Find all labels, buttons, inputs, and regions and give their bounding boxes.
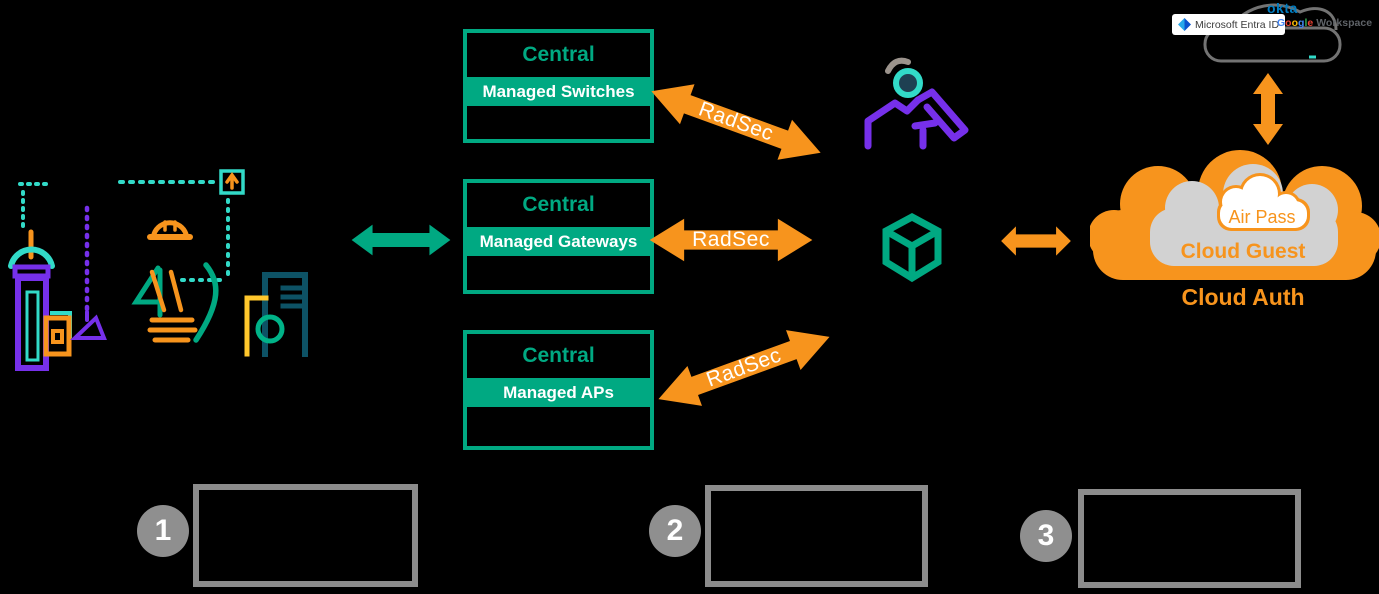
microsoft-entra-label: Microsoft Entra ID bbox=[1195, 18, 1280, 31]
double-arrow-icon bbox=[351, 224, 451, 256]
cube-to-cloud-double-arrow bbox=[1000, 221, 1072, 261]
campus-buildings-illustration bbox=[8, 169, 308, 371]
dotted-route bbox=[118, 169, 245, 282]
radsec-arrow-gateways: RadSec bbox=[647, 211, 815, 269]
google-wordmark: Google bbox=[1277, 17, 1314, 29]
vertical-double-arrow-icon bbox=[1253, 73, 1283, 145]
central-managed-gateways-box: Central Managed Gateways bbox=[463, 179, 654, 294]
step-3-badge: 3 bbox=[1020, 510, 1072, 562]
radsec-label: RadSec bbox=[692, 228, 770, 251]
central-title: Central bbox=[522, 193, 595, 216]
up-arrow-icon bbox=[225, 171, 239, 190]
double-arrow-icon bbox=[649, 218, 813, 262]
double-arrow-icon bbox=[1001, 226, 1071, 256]
small-building-icon bbox=[43, 311, 72, 357]
network-admin-person-icon bbox=[864, 57, 969, 150]
central-managed-aps-box: Central Managed APs bbox=[463, 330, 654, 450]
radsec-arrow-switches: RadSec bbox=[639, 63, 834, 181]
air-pass-label: Air Pass bbox=[1228, 207, 1295, 227]
campus-to-central-double-arrow bbox=[350, 219, 452, 261]
central-title: Central bbox=[522, 43, 595, 66]
service-cube-icon bbox=[882, 213, 942, 283]
central-managed-switches-box: Central Managed Switches bbox=[463, 29, 654, 143]
cloud-services-icon: Air Pass Cloud Guest Cloud Auth bbox=[1090, 150, 1379, 310]
managed-gateways-band: Managed Gateways bbox=[467, 227, 650, 256]
managed-aps-band: Managed APs bbox=[467, 378, 650, 407]
cloud-guest-label: Cloud Guest bbox=[1181, 240, 1306, 263]
purple-pole-icon bbox=[70, 205, 107, 340]
okta-logo: okta bbox=[1267, 0, 1298, 16]
step-2-box bbox=[705, 485, 928, 587]
hair-icon bbox=[885, 57, 911, 74]
cloud-to-idp-double-arrow bbox=[1252, 72, 1284, 146]
workspace-label: Workspace bbox=[1316, 17, 1373, 29]
step-2-badge: 2 bbox=[649, 505, 701, 557]
radsec-arrow-aps: RadSec bbox=[646, 309, 842, 428]
head-icon bbox=[893, 68, 923, 98]
double-arrow-icon bbox=[658, 330, 830, 406]
central-box-empty-area bbox=[467, 106, 650, 139]
central-title: Central bbox=[522, 344, 595, 367]
step-1-box bbox=[193, 484, 418, 587]
construction-worker-icon bbox=[131, 220, 219, 343]
circle-door-icon bbox=[255, 314, 285, 344]
central-box-empty-area bbox=[467, 407, 650, 446]
microsoft-entra-diamond-icon bbox=[1178, 18, 1191, 31]
microsoft-entra-logo: Microsoft Entra ID bbox=[1172, 14, 1286, 35]
central-box-empty-area bbox=[467, 256, 650, 290]
step-1-badge: 1 bbox=[137, 505, 189, 557]
step-3-box bbox=[1078, 489, 1301, 588]
double-arrow-icon bbox=[651, 84, 821, 160]
office-building-icon bbox=[244, 272, 308, 357]
body-arms-icon bbox=[864, 88, 969, 150]
managed-switches-band: Managed Switches bbox=[467, 77, 650, 106]
cloud-auth-label: Cloud Auth bbox=[1181, 284, 1304, 310]
air-pass-cloud bbox=[1220, 176, 1307, 228]
